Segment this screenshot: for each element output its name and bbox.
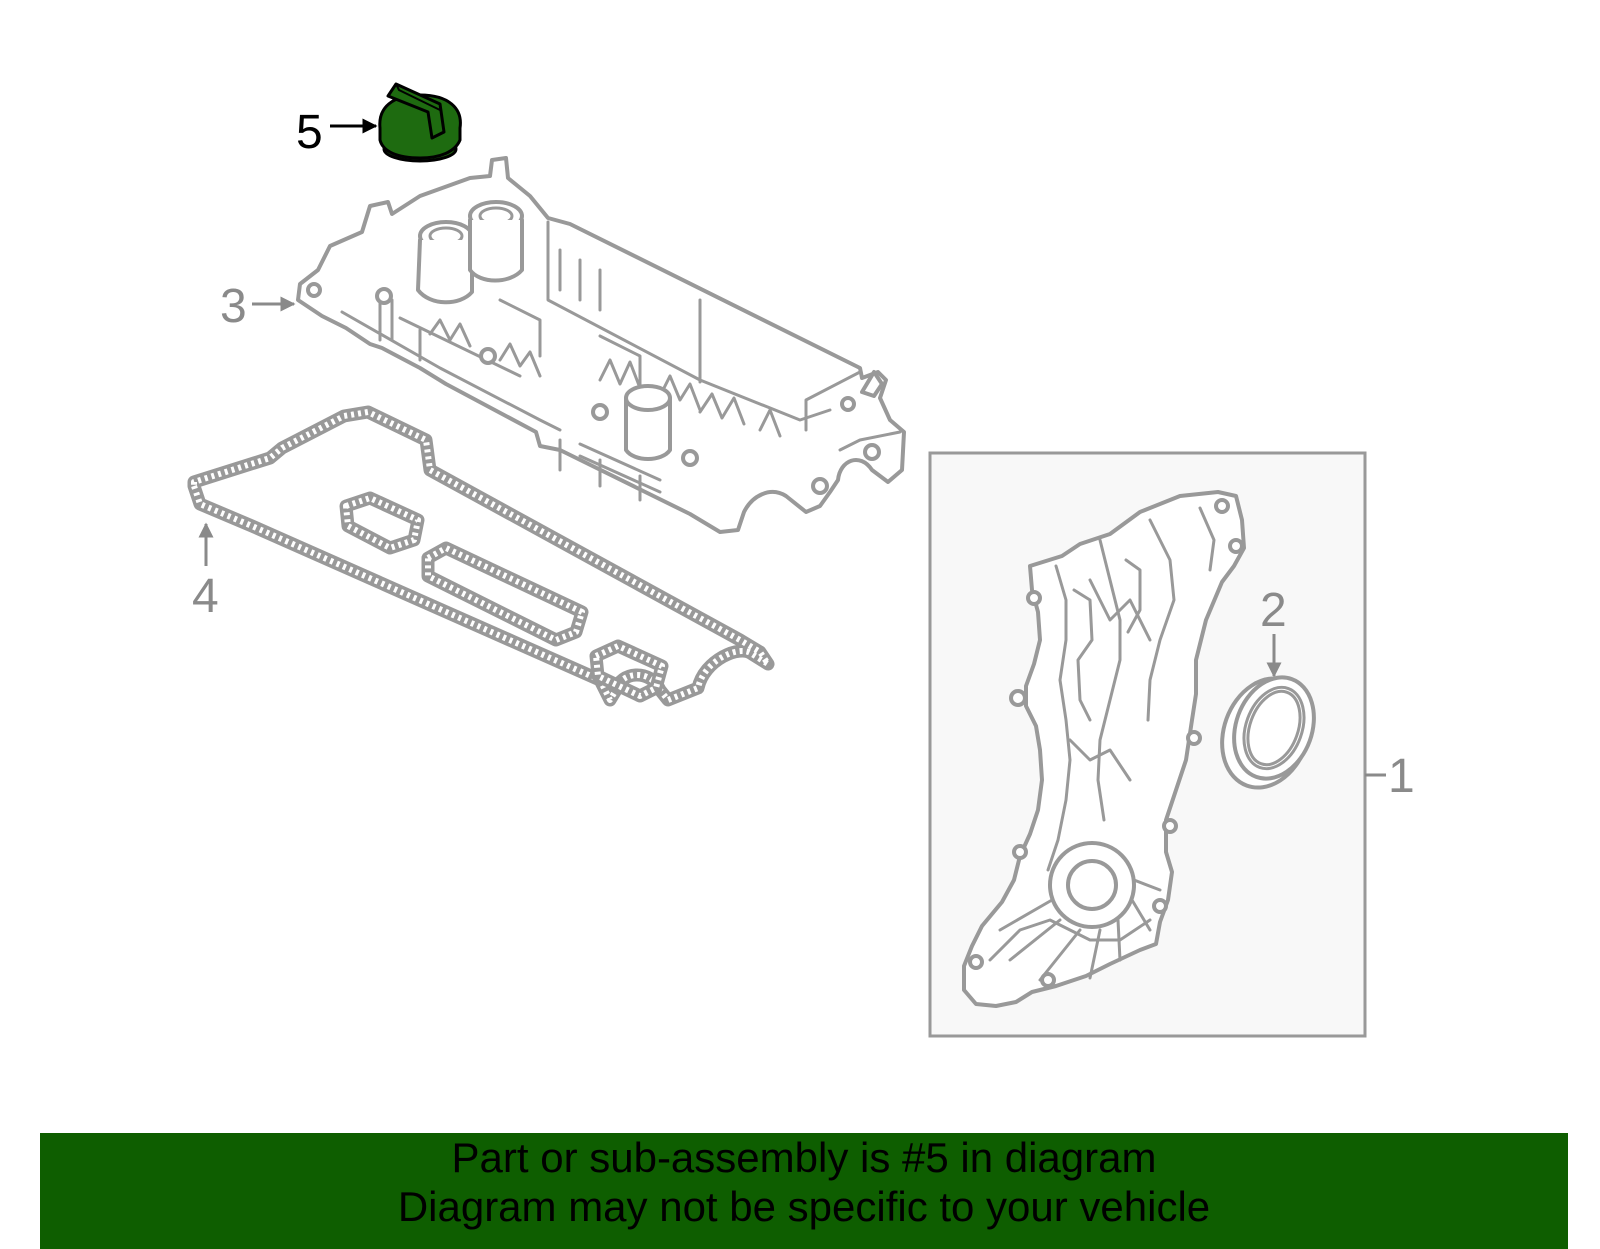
callout-4[interactable]: 4 — [192, 570, 219, 623]
front-seal-part-2[interactable] — [1207, 666, 1327, 800]
valve-cover-gasket-part-4[interactable] — [187, 405, 775, 707]
timing-cover-part-1[interactable] — [962, 490, 1246, 1008]
callout-5[interactable]: 5 — [296, 106, 323, 159]
callout-3[interactable]: 3 — [220, 280, 247, 333]
callout-2[interactable]: 2 — [1260, 584, 1287, 637]
banner-line-disclaimer: Diagram may not be specific to your vehi… — [397, 1183, 1211, 1230]
oil-filler-cap-part-5[interactable] — [378, 82, 462, 163]
banner-line-part-number: Part or sub-assembly is #5 in diagram — [451, 1134, 1157, 1181]
valve-cover-part-3[interactable] — [296, 156, 906, 534]
info-banner: Part or sub-assembly is #5 in diagram Di… — [40, 1133, 1568, 1249]
callout-1[interactable]: 1 — [1388, 750, 1415, 803]
